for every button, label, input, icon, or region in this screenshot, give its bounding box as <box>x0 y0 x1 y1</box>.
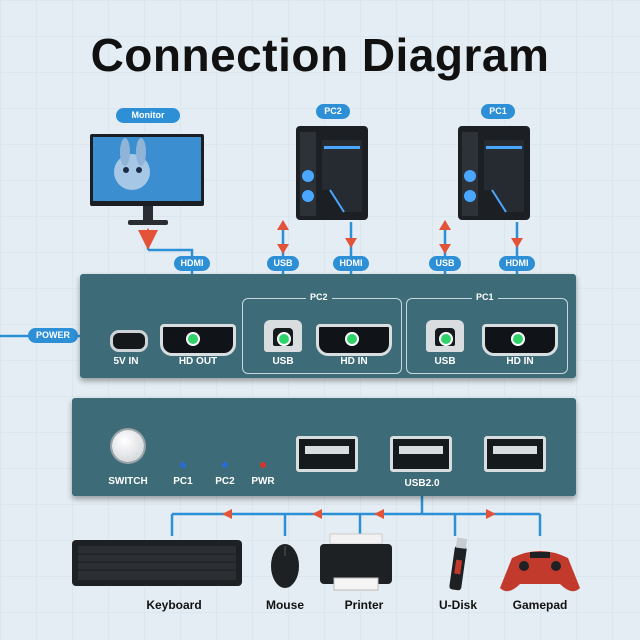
u-disk-label: U-Disk <box>438 598 477 612</box>
usb-cable-pc1-label: USB <box>429 256 461 271</box>
pc1-label: PC1 <box>481 104 515 119</box>
pc1-led-label: PC1 <box>173 476 193 487</box>
power-cable-label: POWER <box>28 328 78 343</box>
hdmi-cable-pc2-label: HDMI <box>333 256 369 271</box>
u-disk-icon <box>449 537 468 591</box>
usb2-port-3 <box>484 436 546 472</box>
usb-cable-pc2-label: USB <box>267 256 299 271</box>
hd-out-dot <box>186 332 200 346</box>
keyboard-icon <box>72 540 242 586</box>
printer-label: Printer <box>344 598 384 612</box>
switch-button[interactable] <box>112 430 144 462</box>
pc2-usb-dot <box>277 332 291 346</box>
pc1-usb-label: USB <box>434 356 456 367</box>
pc1-hd-in-label: HD IN <box>506 356 534 367</box>
hdmi-cable-pc1-label: HDMI <box>499 256 535 271</box>
printer-icon <box>320 533 392 591</box>
mouse-label: Mouse <box>265 598 304 612</box>
hdmi-cable-monitor-label: HDMI <box>174 256 210 271</box>
monitor-label: Monitor <box>116 108 180 123</box>
switch-label: SWITCH <box>108 476 148 487</box>
kvm-front-panel: SWITCH PC1 PC2 PWR USB2.0 <box>72 398 576 496</box>
gamepad-icon <box>500 551 580 592</box>
gamepad-label: Gamepad <box>512 598 568 612</box>
pc2-hd-in-label: HD IN <box>340 356 368 367</box>
usb2-port-2 <box>390 436 452 472</box>
power-port-label: 5V IN <box>113 356 139 367</box>
pc2-led <box>222 462 228 468</box>
pc1-led <box>180 462 186 468</box>
mouse-icon <box>271 544 299 588</box>
usb2-port-1 <box>296 436 358 472</box>
pc1-usb-dot <box>439 332 453 346</box>
kvm-back-panel: 5V IN HD OUT PC2 USB HD IN PC1 USB HD IN <box>80 274 576 378</box>
pwr-led <box>260 462 266 468</box>
pc1-hdmi-dot <box>511 332 525 346</box>
power-port <box>110 330 148 352</box>
pc2-group-label: PC2 <box>306 292 332 302</box>
hd-out-port <box>160 324 236 356</box>
pc2-hdmi-dot <box>345 332 359 346</box>
hd-out-label: HD OUT <box>178 356 218 367</box>
pc2-label: PC2 <box>316 104 350 119</box>
keyboard-label: Keyboard <box>146 598 202 612</box>
pc1-group-label: PC1 <box>472 292 498 302</box>
usb2-group-label: USB2.0 <box>392 478 452 489</box>
pwr-led-label: PWR <box>251 476 275 487</box>
pc2-usb-label: USB <box>272 356 294 367</box>
pc2-led-label: PC2 <box>215 476 235 487</box>
page-title: Connection Diagram <box>90 29 550 81</box>
